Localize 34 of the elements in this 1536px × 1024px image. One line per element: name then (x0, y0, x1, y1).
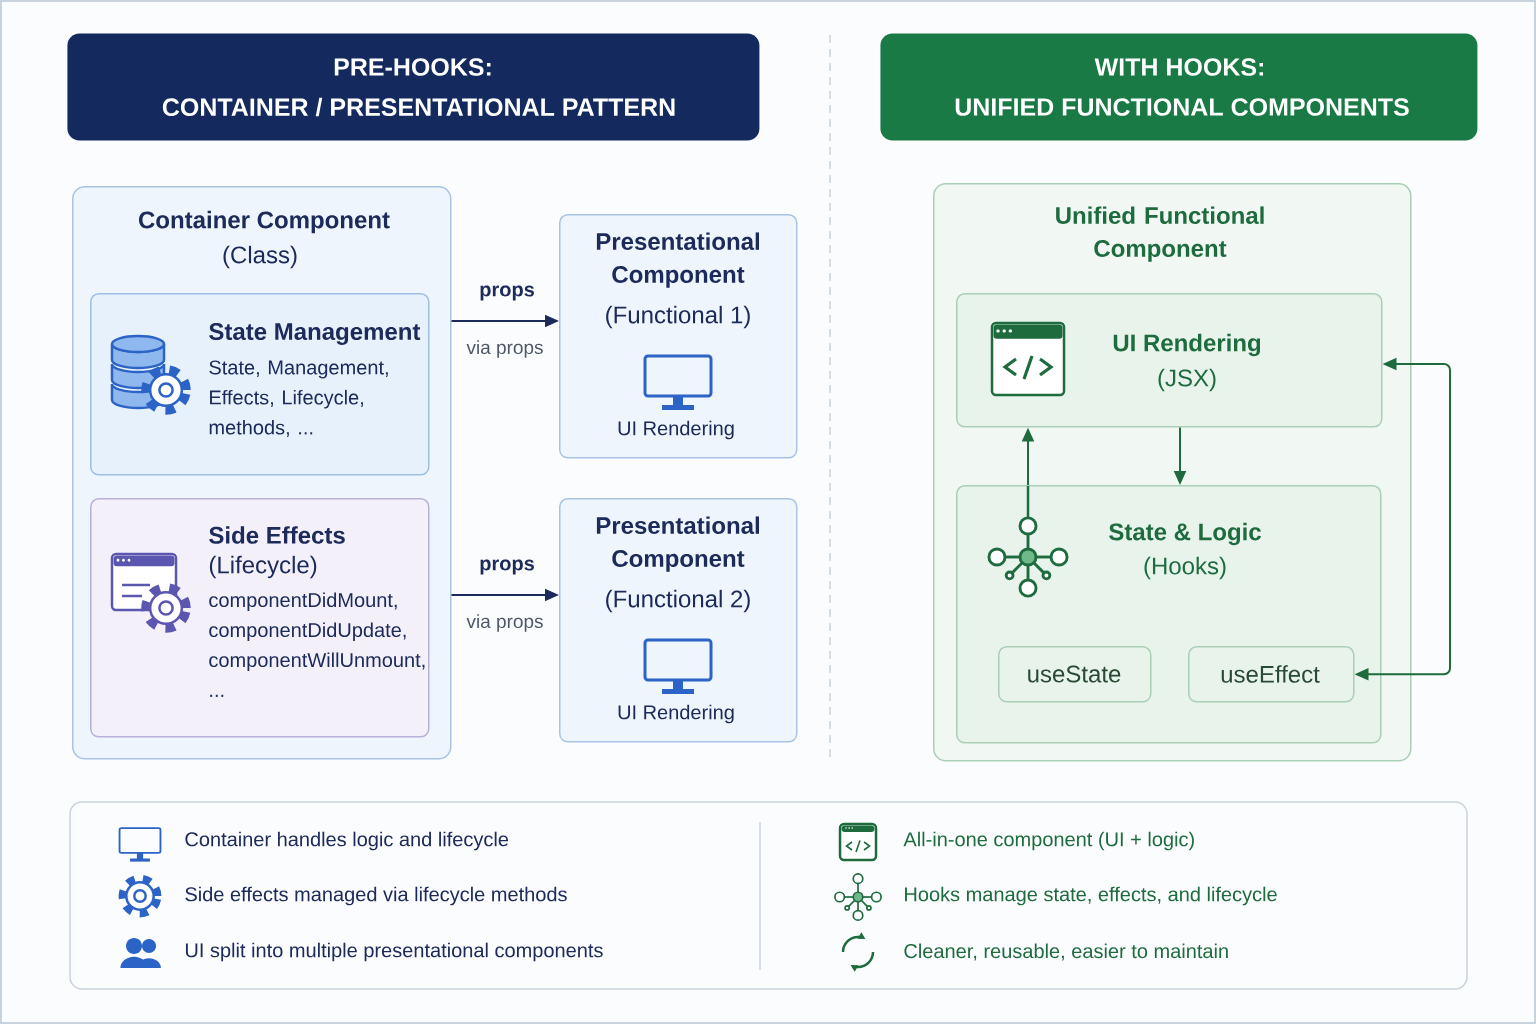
box-title: Container Component (139, 210, 390, 234)
summary-text: UI split into multiple presentational components (185, 942, 603, 962)
section-subtitle: (JSX) (1158, 368, 1216, 392)
box-subtitle: (Functional 2) (606, 589, 750, 613)
section-subtitle: (Lifecycle) (209, 555, 317, 579)
header-text: PRE-HOOKS: (334, 58, 491, 76)
section-title: UI Rendering (1113, 333, 1261, 357)
section-subtitle: (Hooks) (1144, 556, 1226, 580)
summary-text: Container handles logic and lifecycle (185, 831, 509, 851)
summary-text: Side effects managed via lifecycle methods (185, 886, 567, 906)
summary-text: All-in-one component (UI + logic) (903, 831, 1194, 851)
section-text: componentDidMount, componentDidUpdate, componentWillUnmount, ... (209, 592, 425, 697)
box-caption: UI Rendering (618, 420, 734, 440)
section-text: State, Management, Effects, Lifecycle, methods, ... (209, 360, 388, 437)
header-text: WITH HOOKS: (1094, 58, 1263, 76)
box-title: Presentational Component (596, 232, 759, 288)
edge-caption: via props (466, 614, 543, 632)
box-title: Presentational Component (596, 516, 759, 572)
box-subtitle: (Class) (223, 245, 297, 269)
summary-text: Cleaner, reusable, easier to maintain (904, 943, 1228, 961)
edge-caption: via props (466, 340, 543, 358)
edge-label: props (480, 559, 534, 575)
section-title: State Management (209, 323, 421, 345)
box-subtitle: (Functional 1) (606, 305, 750, 329)
hook-box: useEffect (1188, 646, 1355, 703)
edge-label: props (480, 285, 534, 301)
section-title: State & Logic (1109, 522, 1261, 546)
header-text: CONTAINER / PRESENTATIONAL PATTERN (162, 97, 675, 117)
hook-box: useState (998, 646, 1152, 703)
section-title: Side Effects (209, 526, 345, 544)
box-title: Unified Functional Component (1056, 206, 1264, 262)
summary-text: Hooks manage state, effects, and lifecycle (905, 886, 1277, 906)
header-text: UNIFIED FUNCTIONAL COMPONENTS (955, 98, 1409, 116)
box-caption: UI Rendering (618, 704, 734, 724)
